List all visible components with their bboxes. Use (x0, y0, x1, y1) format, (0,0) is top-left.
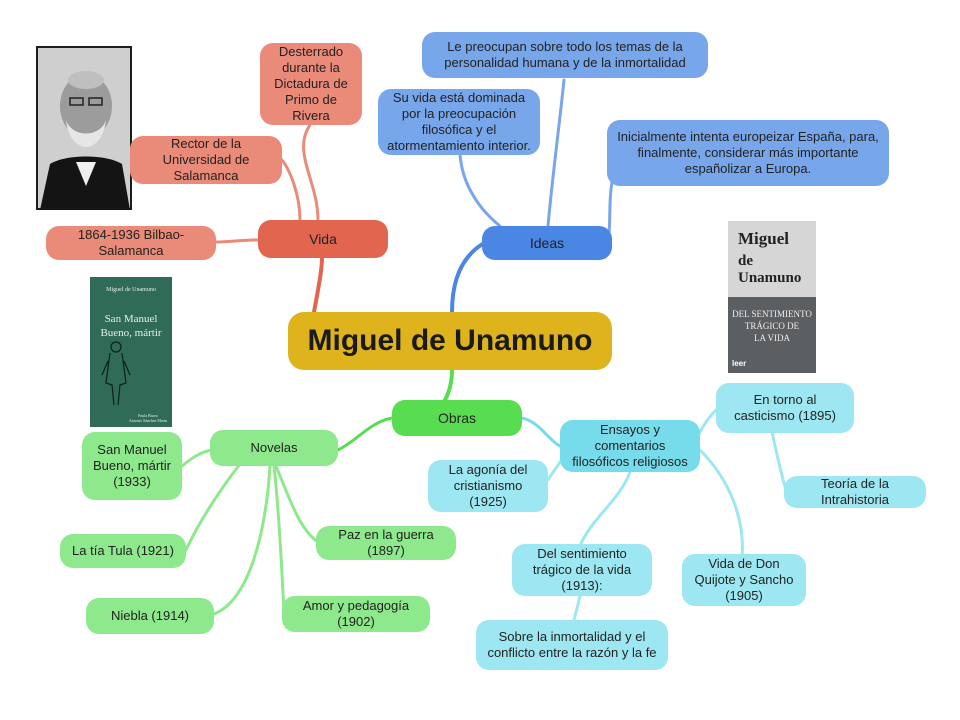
vida-desterrado[interactable]: Desterrado durante la Dictadura de Primo… (260, 43, 362, 125)
branch-ensayos[interactable]: Ensayos y comentarios filosóficos religi… (560, 420, 700, 472)
book2-author-line2: de Unamuno (738, 253, 802, 286)
book1-title-line2: Bueno, mártir (100, 327, 162, 339)
ensayo-agonia[interactable]: La agonía del cristianismo (1925) (428, 460, 548, 512)
link-ensayos-sentimiento (578, 470, 632, 548)
book2-publisher: leer (732, 359, 747, 368)
ideas-europeizar[interactable]: Inicialmente intenta europeizar España, … (607, 120, 889, 186)
link-novelas-niebla (212, 464, 272, 616)
link-vida-fechas (214, 238, 260, 244)
novela-tia-tula[interactable]: La tía Tula (1921) (60, 534, 186, 568)
book2-author-line1: Miguel (738, 229, 789, 248)
branch-novelas[interactable]: Novelas (210, 430, 338, 466)
link-novelas-tula (184, 462, 242, 552)
link-ideas-personalidad (546, 78, 566, 228)
book1-figure-illustration (101, 341, 131, 406)
portrait-image (36, 46, 132, 210)
ensayo-sentimiento-tragico[interactable]: Del sentimiento trágico de la vida (1913… (512, 544, 652, 596)
book2-title-band: Del sentimiento trágico de la vida leer (728, 297, 816, 373)
ensayo-intrahistoria[interactable]: Teoría de la Intrahistoria (784, 476, 926, 508)
vida-fechas[interactable]: 1864-1936 Bilbao-Salamanca (46, 226, 216, 260)
link-ensayos-agonia (546, 460, 562, 482)
link-sentimiento-inmortalidad (572, 594, 582, 622)
link-vida-rector (280, 158, 302, 222)
link-ideas-vida (458, 152, 502, 228)
link-obras-novelas (336, 416, 394, 452)
link-obras-ensayos (520, 416, 562, 448)
book1-author: Miguel de Unamuno (106, 287, 156, 293)
ideas-vida-dominada[interactable]: Su vida está dominada por la preocupació… (378, 89, 540, 155)
link-novelas-paz (274, 464, 320, 544)
book1-editors-line2: Antonio Sánchez Marín (128, 418, 168, 423)
link-center-obras (442, 368, 454, 404)
link-vida-desterrado (302, 120, 320, 222)
book2-title-line1: Del sentimiento (732, 309, 812, 319)
ensayo-inmortalidad[interactable]: Sobre la inmortalidad y el conflicto ent… (476, 620, 668, 670)
ensayo-casticismo[interactable]: En torno al casticismo (1895) (716, 383, 854, 433)
link-center-vida (312, 256, 324, 314)
branch-obras[interactable]: Obras (392, 400, 522, 436)
book1-editors-line1: Paula Bravo (138, 413, 158, 418)
branch-vida[interactable]: Vida (258, 220, 388, 258)
link-novelas-sanmanuel (180, 448, 214, 468)
branch-ideas[interactable]: Ideas (482, 226, 612, 260)
link-ensayos-casticismo (696, 406, 720, 438)
book2-title-line2: trágico de (744, 321, 800, 331)
book-cover-sentimiento-tragico: Miguel de Unamuno Del sentimiento trágic… (728, 221, 816, 373)
book-cover-san-manuel: Miguel de Unamuno San Manuel Bueno, márt… (90, 277, 172, 427)
ensayo-quijote[interactable]: Vida de Don Quijote y Sancho (1905) (682, 554, 806, 606)
novela-amor-y-pedagogia[interactable]: Amor y pedagogía (1902) (282, 596, 430, 632)
link-ensayos-intrahistoria (770, 430, 788, 492)
link-novelas-amor (272, 464, 286, 612)
novela-san-manuel[interactable]: San Manuel Bueno, mártir (1933) (82, 432, 182, 500)
central-topic[interactable]: Miguel de Unamuno (288, 312, 612, 370)
novela-paz-en-la-guerra[interactable]: Paz en la guerra (1897) (316, 526, 456, 560)
ideas-personalidad[interactable]: Le preocupan sobre todo los temas de la … (422, 32, 708, 78)
book1-title-line1: San Manuel (104, 313, 158, 325)
book2-title-line3: la vida (753, 333, 791, 343)
link-ensayos-quijote (698, 448, 744, 558)
novela-niebla[interactable]: Niebla (1914) (86, 598, 214, 634)
vida-rector[interactable]: Rector de la Universidad de Salamanca (130, 136, 282, 184)
link-center-ideas (450, 240, 488, 314)
unamuno-portrait (36, 46, 132, 210)
